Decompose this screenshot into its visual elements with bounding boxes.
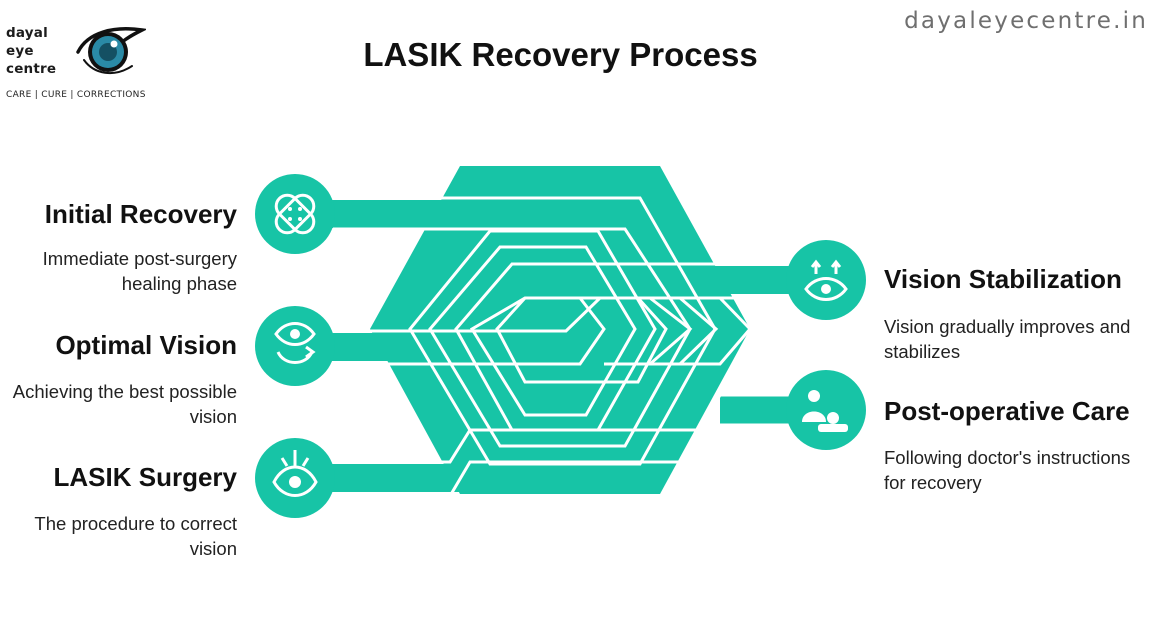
flow-line-9 xyxy=(678,296,719,366)
stage-desc-post-operative-care: Following doctor's instructions for reco… xyxy=(884,445,1130,495)
stage-desc-line: Vision gradually improves and xyxy=(884,316,1131,337)
stage-desc-line: healing phase xyxy=(121,273,237,294)
stage-desc-vision-stabilization: Vision gradually improves and stabilizes xyxy=(884,314,1130,364)
stage-title-lasik-surgery: LASIK Surgery xyxy=(53,462,238,492)
stage-desc-line: vision xyxy=(189,406,237,427)
logo-line-2: eye xyxy=(6,43,34,59)
page-title: LASIK Recovery Process xyxy=(363,36,758,73)
doctor-patient-icon xyxy=(786,370,866,450)
stage-desc-line: Immediate post-surgery xyxy=(42,248,237,269)
flow-line-2 xyxy=(333,227,835,448)
stage-desc-line: for recovery xyxy=(884,472,982,493)
stage-title-vision-stabilization: Vision Stabilization xyxy=(884,264,1122,294)
logo-eye-icon xyxy=(76,27,146,75)
stage-desc-initial-recovery: Immediate post-surgery healing phase xyxy=(43,246,237,296)
flow-line-3 xyxy=(333,296,668,384)
stage-title-post-operative-care: Post-operative Care xyxy=(884,396,1130,426)
logo-line-1: dayal xyxy=(6,25,48,41)
stage-desc-line: vision xyxy=(189,538,237,559)
stage-desc-line: stabilizes xyxy=(884,341,961,362)
logo-line-3: centre xyxy=(6,61,57,77)
stage-desc-line: Achieving the best possible xyxy=(12,381,237,402)
stage-desc-line: The procedure to correct xyxy=(34,513,237,534)
flow-line-6 xyxy=(333,423,835,498)
logo-wordmark: dayal eye centre xyxy=(6,24,56,78)
bandage-icon xyxy=(255,174,335,254)
flow-line-1 xyxy=(333,196,835,466)
logo-tagline: CARE | CURE | CORRECTIONS xyxy=(6,90,146,100)
stage-desc-lasik-surgery: The procedure to correct vision xyxy=(34,511,237,561)
stage-title-optimal-vision: Optimal Vision xyxy=(55,330,237,360)
flow-line-8 xyxy=(649,296,693,366)
eye-rotate-icon xyxy=(255,306,335,386)
stage-title-initial-recovery: Initial Recovery xyxy=(44,199,237,229)
stage-desc-optimal-vision: Achieving the best possible vision xyxy=(13,379,237,429)
site-url: dayaleyecentre.in xyxy=(904,8,1148,34)
laser-eye-icon xyxy=(255,438,335,518)
eye-improve-icon xyxy=(786,240,866,320)
flow-line-5 xyxy=(333,393,835,464)
flow-line-4 xyxy=(333,297,606,366)
stage-desc-line: Following doctor's instructions xyxy=(884,447,1131,468)
